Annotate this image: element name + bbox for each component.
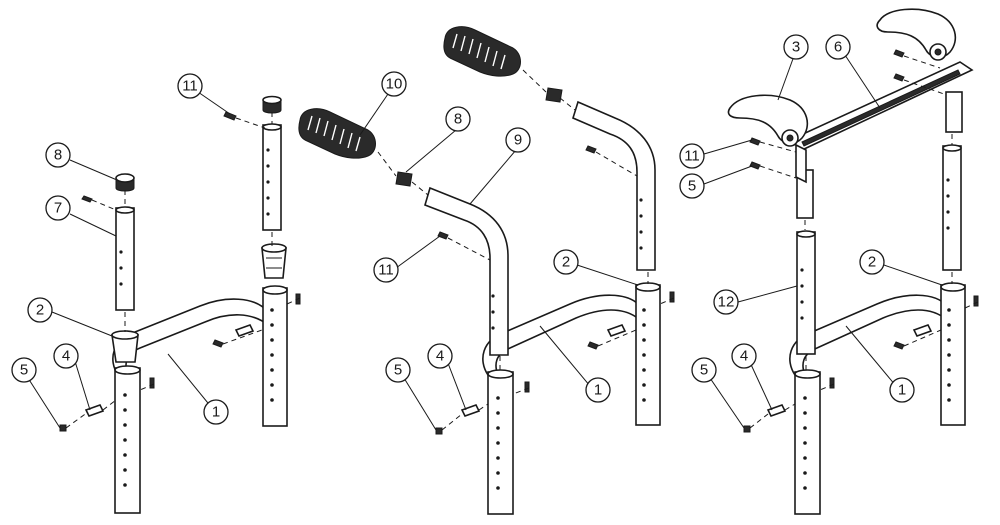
callout: 1 [585,377,611,403]
height-tube-left [115,207,135,311]
callout: 4 [53,343,79,369]
assembly-right [727,8,979,515]
callout-label: 8 [454,111,462,128]
callout: 9 [505,127,531,153]
rear-extension-tube-right [942,145,962,271]
callout-label: 2 [562,254,570,271]
rear-post-right [940,284,966,426]
callout-label: 11 [684,148,700,165]
callout-label: 1 [898,382,906,399]
callout: 4 [427,343,453,369]
front-post-right [794,371,821,515]
callout: 12 [713,289,739,315]
callout-label: 5 [700,362,708,379]
armrest-tube-rear [572,100,656,271]
callout: 2 [27,297,53,323]
rear-post-left [262,287,288,427]
callout: 6 [825,34,851,60]
callout-label: 5 [688,178,696,195]
height-tube-right [796,231,816,355]
callout-label: 6 [834,39,842,56]
arm-pad-front [727,94,809,147]
callout: 10 [381,71,407,97]
callout-label: 4 [62,348,70,365]
assembly-left [59,95,301,514]
armrest-pad-rear [443,26,521,77]
callout-label: 5 [20,362,28,379]
armrest-tube-front [424,186,509,356]
callout: 7 [45,195,71,221]
armrest-pad-front [298,108,376,159]
callout: 3 [783,34,809,60]
arm-pad-rear [876,8,957,61]
callout: 11 [373,257,399,283]
callout-label: 2 [36,302,44,319]
callout: 5 [679,173,705,199]
front-post-left [114,367,141,514]
callout: 1 [889,377,915,403]
callout: 8 [445,106,471,132]
callout-label: 1 [212,404,220,421]
callout: 1 [203,399,229,425]
callout-label: 7 [54,200,62,217]
callout-label: 11 [378,262,394,279]
callout: 8 [45,142,71,168]
callout-label: 2 [868,254,876,271]
callout-label: 10 [386,76,403,93]
callout-label: 3 [792,39,800,56]
callout: 4 [731,343,757,369]
callout: 5 [11,357,37,383]
callout-label: 4 [740,348,748,365]
callout-label: 9 [514,132,522,149]
callout: 2 [859,249,885,275]
callouts: 11 8 7 2 5 4 1 10 8 9 11 2 5 4 1 3 6 11 … [11,34,943,431]
callout: 5 [385,357,411,383]
callout-label: 12 [718,294,735,311]
callout-label: 4 [436,348,444,365]
rear-extension-tube-left [262,124,282,231]
callout-label: 1 [594,382,602,399]
front-post-middle [487,371,514,515]
callout: 2 [553,249,579,275]
callout-label: 11 [182,78,198,95]
callout: 11 [177,73,203,99]
assembly-middle [298,26,675,515]
rear-post-middle [635,284,661,426]
callout: 5 [691,357,717,383]
callout-label: 8 [54,147,62,164]
callout-label: 5 [394,362,402,379]
callout: 11 [679,143,705,169]
